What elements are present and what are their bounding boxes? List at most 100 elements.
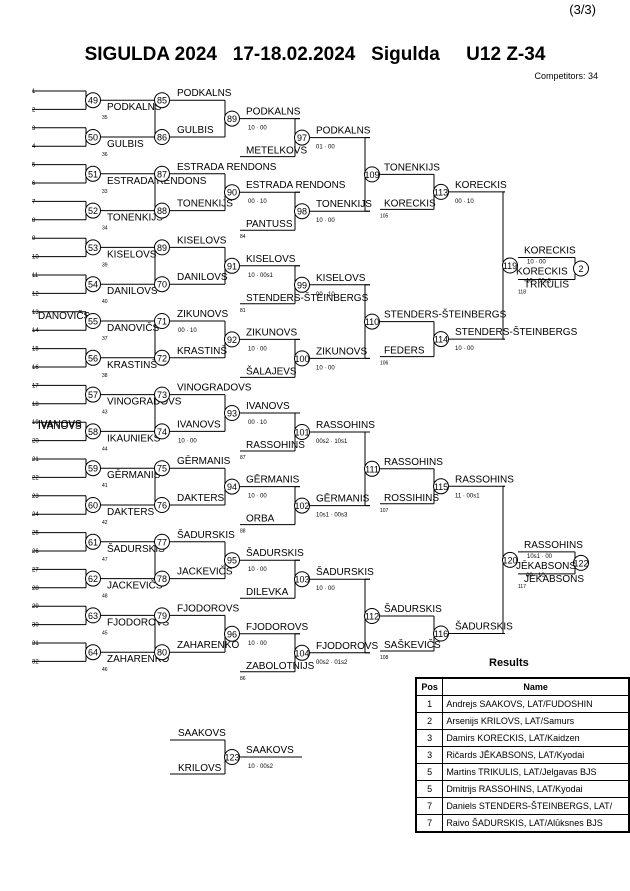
seed-number: 6	[32, 181, 36, 187]
competitor-name: GULBIS	[107, 139, 144, 150]
match-number: 98	[297, 207, 307, 217]
winner-name: ZAHARENKO	[177, 640, 239, 651]
winner-name: ZIKUNOVS	[316, 346, 367, 357]
match-score: 11 · 00s1	[455, 493, 480, 499]
seed-number: 22	[32, 475, 39, 481]
match-node	[224, 184, 240, 201]
match-ref: 48	[102, 594, 108, 600]
results-pos: 7	[415, 814, 444, 833]
results-pos: 7	[415, 797, 444, 815]
match-number: 88	[157, 206, 167, 216]
match-number: 85	[157, 96, 167, 106]
competitor-name: STENDERS-ŠTEINBERGS	[384, 308, 507, 321]
seed-number: 12	[32, 291, 39, 297]
match-node	[85, 349, 101, 366]
match-number: 50	[88, 133, 98, 143]
match-number: 99	[297, 280, 307, 290]
competitor-name: DANOVIČS	[38, 309, 91, 322]
match-score: 10 · 00	[316, 586, 335, 592]
match-number: 113	[434, 187, 448, 197]
match-score: 00s2 · 10s1	[316, 439, 348, 445]
results-name: Ričards JĒKABSONS, LAT/Kyodai	[442, 746, 630, 764]
winner-name: FJODOROVS	[246, 622, 309, 633]
match-ref: 43	[102, 410, 108, 416]
match-number: 93	[227, 409, 237, 419]
match-ref: 117	[518, 584, 526, 590]
match-ref: 41	[102, 483, 108, 489]
competitor-name: KRILOVS	[178, 763, 222, 774]
match-node	[433, 625, 449, 642]
winner-name: ŠADURSKIS	[455, 620, 513, 633]
winner-name: ZIKUNOVS	[246, 327, 297, 338]
match-node	[85, 607, 101, 624]
match-node	[224, 625, 240, 642]
match-node	[154, 423, 170, 440]
match-score: 00s2 · 01s2	[316, 660, 348, 666]
match-number: 79	[157, 611, 167, 621]
seed-number: 18	[32, 402, 39, 408]
match-number: 63	[88, 611, 98, 621]
results-title: Results	[489, 657, 529, 669]
match-number: 71	[157, 317, 167, 327]
competitor-name: ZAHARENKO	[107, 654, 169, 665]
winner-name: RASSOHINS	[316, 420, 375, 431]
seed-number: 23	[32, 494, 39, 500]
match-number: 95	[227, 556, 237, 566]
match-node	[502, 551, 518, 568]
match-ref: 45	[102, 630, 108, 636]
winner-name: ŠADURSKIS	[316, 565, 374, 578]
match-number: 64	[88, 648, 98, 658]
match-node	[294, 276, 310, 293]
match-node	[85, 533, 101, 550]
match-node	[294, 497, 310, 514]
results-pos: 3	[415, 746, 444, 764]
seed-number: 15	[32, 347, 39, 353]
seed-number: 11	[32, 273, 39, 279]
winner-name: PODKALNS	[246, 107, 301, 118]
competitor-name: SAŠKEVIČS	[384, 638, 441, 651]
match-node	[154, 239, 170, 256]
match-node	[294, 129, 310, 146]
winner-name: TONENKIJS	[316, 199, 372, 210]
match-score: 00 · 10	[316, 292, 335, 298]
winner-name: RASSOHINS	[455, 474, 514, 485]
competitor-name: FJODOROVS	[107, 617, 170, 628]
match-number: 114	[434, 335, 448, 345]
match-number: 86	[157, 133, 167, 143]
match-node	[294, 424, 310, 440]
winner-name: KISELOVS	[246, 254, 296, 265]
winner-name: DAKTERS	[177, 493, 225, 504]
match-number: 56	[88, 353, 98, 363]
match-node	[433, 183, 449, 200]
match-node	[85, 423, 101, 440]
match-score: 10 · 00	[248, 567, 267, 573]
match-node	[154, 533, 170, 550]
match-score: 00 · 10	[526, 573, 545, 579]
winner-name: ŠADURSKIS	[177, 528, 235, 541]
competitor-name: ESTRADA RENDONS	[107, 176, 207, 187]
match-ref: 81	[240, 308, 246, 314]
results-name: Martins TRIKULIS, LAT/Jelgavas BJS	[442, 763, 630, 781]
match-node	[154, 570, 170, 587]
match-number: 96	[227, 629, 237, 639]
match-number: 115	[434, 482, 448, 492]
match-node	[154, 386, 170, 403]
winner-name: GĒRMANIS	[316, 493, 370, 505]
seed-number: 2	[32, 107, 36, 113]
match-node	[224, 478, 240, 495]
match-score: 00 · 10	[455, 199, 474, 205]
winner-name: JĒKABSONS	[516, 560, 576, 572]
competitor-name: KISELOVS	[107, 249, 157, 260]
match-score: 10 · 00	[316, 218, 335, 224]
seed-number: 7	[32, 199, 36, 205]
match-node	[224, 749, 240, 765]
match-node	[154, 165, 170, 182]
match-number: 109	[364, 170, 379, 180]
match-score: 10 · 00	[248, 641, 267, 647]
match-score: 10 · 00s1	[248, 273, 274, 279]
match-node	[154, 497, 170, 513]
results-pos: 3	[415, 729, 444, 747]
winner-name: DANILOVS	[177, 272, 228, 283]
